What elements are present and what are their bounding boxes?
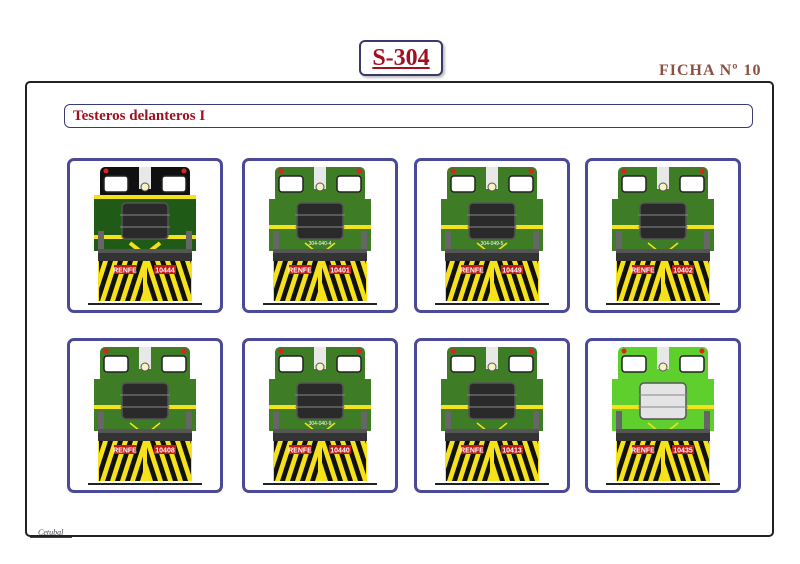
locomotive-number: 10408 xyxy=(155,448,175,455)
radiator-grille xyxy=(639,382,687,420)
locomotive-front-illustration: RENFE 10413 xyxy=(435,347,549,485)
locomotive-card: RENFE 10449 304-049-5 xyxy=(414,158,570,313)
owner-plate xyxy=(632,265,654,274)
cab-window-right xyxy=(161,355,187,373)
owner-label: RENFE xyxy=(288,268,312,275)
radiator-grille xyxy=(468,202,516,240)
radiator-grille xyxy=(639,202,687,240)
owner-plate xyxy=(461,265,483,274)
number-plate xyxy=(154,445,176,454)
locomotive-card: RENFE 10413 xyxy=(414,338,570,493)
locomotive-number: 10435 xyxy=(673,448,693,455)
locomotive-front-illustration: RENFE 10449 304-049-5 xyxy=(435,167,549,305)
locomotive-front-illustration: RENFE 10402 xyxy=(606,167,720,305)
locomotive-number: 10402 xyxy=(673,268,693,275)
locomotive-front-illustration: RENFE 10440 304-040-9 xyxy=(263,347,377,485)
number-plate xyxy=(672,265,694,274)
owner-plate xyxy=(114,265,136,274)
number-plate xyxy=(329,265,351,274)
author-signature: Cetubal xyxy=(38,528,64,537)
owner-plate xyxy=(114,445,136,454)
number-plate xyxy=(672,445,694,454)
number-plate xyxy=(501,445,523,454)
cab-window-right xyxy=(679,355,705,373)
locomotive-number: 10440 xyxy=(330,448,350,455)
owner-label: RENFE xyxy=(288,448,312,455)
cab-window-left xyxy=(278,175,304,193)
cab-window-right xyxy=(679,175,705,193)
locomotive-card: RENFE 10435 xyxy=(585,338,741,493)
side-plate: 304-040-4 xyxy=(309,241,332,247)
side-plate: 304-040-9 xyxy=(309,421,332,427)
number-plate xyxy=(501,265,523,274)
cab-window-right xyxy=(161,175,187,193)
owner-label: RENFE xyxy=(460,448,484,455)
cab-window-left xyxy=(450,355,476,373)
owner-label: RENFE xyxy=(631,448,655,455)
section-title: Testeros delanteros I xyxy=(73,107,206,124)
cab-window-right xyxy=(508,175,534,193)
locomotive-card: RENFE 10408 xyxy=(67,338,223,493)
cab-window-left xyxy=(278,355,304,373)
radiator-grille xyxy=(121,382,169,420)
cab-window-left xyxy=(450,175,476,193)
cab-window-left xyxy=(103,175,129,193)
cab-window-right xyxy=(508,355,534,373)
cab-window-left xyxy=(621,175,647,193)
page-code: S-304 xyxy=(372,44,430,71)
owner-label: RENFE xyxy=(113,268,137,275)
radiator-grille xyxy=(468,382,516,420)
owner-plate xyxy=(461,445,483,454)
cab-window-right xyxy=(336,175,362,193)
cab-window-left xyxy=(621,355,647,373)
locomotive-front-illustration: RENFE 10444 xyxy=(88,167,202,305)
sheet-number: FICHA Nº 10 xyxy=(659,62,762,79)
radiator-grille xyxy=(296,382,344,420)
owner-label: RENFE xyxy=(460,268,484,275)
locomotive-card: RENFE 10402 xyxy=(585,158,741,313)
section-header: Testeros delanteros I xyxy=(64,104,753,128)
locomotive-front-illustration: RENFE 10401 304-040-4 xyxy=(263,167,377,305)
locomotive-number: 10401 xyxy=(330,268,350,275)
locomotive-number: 10413 xyxy=(502,448,522,455)
cab-window-left xyxy=(103,355,129,373)
radiator-grille xyxy=(121,202,169,240)
radiator-grille xyxy=(296,202,344,240)
locomotive-card: RENFE 10401 304-040-4 xyxy=(242,158,398,313)
locomotive-number: 10449 xyxy=(502,268,522,275)
owner-label: RENFE xyxy=(113,448,137,455)
side-plate: 304-049-5 xyxy=(481,241,504,247)
locomotive-front-illustration: RENFE 10408 xyxy=(88,347,202,485)
number-plate xyxy=(154,265,176,274)
owner-label: RENFE xyxy=(631,268,655,275)
owner-plate xyxy=(289,265,311,274)
owner-plate xyxy=(632,445,654,454)
number-plate xyxy=(329,445,351,454)
locomotive-card: RENFE 10444 xyxy=(67,158,223,313)
locomotive-number: 10444 xyxy=(155,268,175,275)
owner-plate xyxy=(289,445,311,454)
title-box: S-304 xyxy=(359,40,443,76)
cab-window-right xyxy=(336,355,362,373)
locomotive-card: RENFE 10440 304-040-9 xyxy=(242,338,398,493)
signature-line xyxy=(30,537,72,538)
locomotive-front-illustration: RENFE 10435 xyxy=(606,347,720,485)
